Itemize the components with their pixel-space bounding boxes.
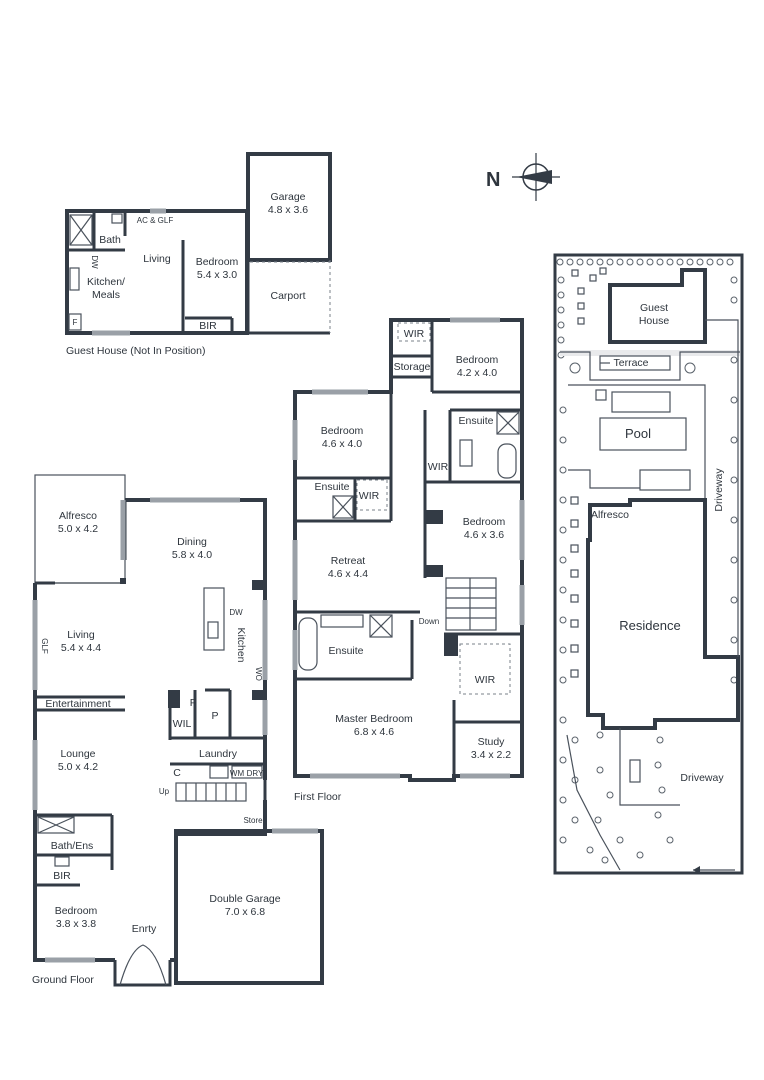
- site-alfresco-label: Alfresco: [591, 509, 629, 521]
- site-plan: Guest House Terrace Pool Driveway Alfres…: [553, 253, 744, 875]
- gf-garage-label: Double Garage: [209, 893, 280, 905]
- guest-carport-label: Carport: [270, 290, 305, 302]
- site-guest-label: Guest: [640, 302, 668, 314]
- guest-living-label: Living: [143, 253, 171, 265]
- gf-glf-label: GLF: [40, 638, 49, 654]
- gf-bath-ens-label: Bath/Ens: [51, 840, 94, 852]
- ff-bedroom3-dims: 4.6 x 3.6: [464, 529, 504, 541]
- guest-house-caption: Guest House (Not In Position): [66, 345, 205, 357]
- compass-rose: N: [486, 153, 560, 201]
- ff-storage-label: Storage: [394, 361, 431, 373]
- gf-entertainment-label: Entertainment: [45, 698, 110, 710]
- ff-bedroom1-label: Bedroom: [456, 354, 499, 366]
- ff-retreat-dims: 4.6 x 4.4: [328, 568, 368, 580]
- ff-bedroom2-dims: 4.6 x 4.0: [322, 438, 362, 450]
- ff-wir-top-label: WIR: [404, 328, 425, 340]
- gf-lounge-dims: 5.0 x 4.2: [58, 761, 98, 773]
- gf-kitchen-label: Kitchen: [235, 627, 247, 662]
- site-driveway-vertical-label: Driveway: [713, 468, 725, 512]
- site-driveway-label: Driveway: [680, 772, 724, 784]
- gf-wm-label: WM: [230, 769, 245, 778]
- site-house-label: House: [639, 315, 670, 327]
- guest-fridge-label: F: [73, 318, 78, 327]
- gf-alfresco-label: Alfresco: [59, 510, 97, 522]
- ground-floor-caption: Ground Floor: [32, 974, 94, 986]
- guest-bedroom-dims: 5.4 x 3.0: [197, 269, 237, 281]
- ff-bedroom3-label: Bedroom: [463, 516, 506, 528]
- site-terrace-label: Terrace: [613, 357, 648, 369]
- guest-bath-label: Bath: [99, 234, 121, 246]
- ff-retreat-label: Retreat: [331, 555, 366, 567]
- north-label: N: [486, 169, 500, 191]
- guest-house-plan: Garage 4.8 x 3.6 Bath AC & GLF Living Ki…: [65, 152, 332, 357]
- gf-store-label: Store: [243, 816, 263, 825]
- ff-wir-mid-label: WIR: [428, 461, 449, 473]
- gf-entry-label: Enrty: [132, 923, 157, 935]
- garden-trees: [556, 258, 738, 864]
- gf-bedroom-label: Bedroom: [55, 905, 98, 917]
- guest-garage-dims: 4.8 x 3.6: [268, 204, 308, 216]
- gf-bir-label: BIR: [53, 870, 71, 882]
- ff-ensuite-master-label: Ensuite: [328, 645, 363, 657]
- gf-cupboard-label: C: [173, 767, 181, 779]
- ff-wir-left-label: WIR: [359, 490, 380, 502]
- gf-dining-label: Dining: [177, 536, 207, 548]
- ff-master-dims: 6.8 x 4.6: [354, 726, 394, 738]
- gf-wo-label: WO: [254, 667, 263, 681]
- ff-study-dims: 3.4 x 2.2: [471, 749, 511, 761]
- ff-master-label: Master Bedroom: [335, 713, 413, 725]
- gf-alfresco-dims: 5.0 x 4.2: [58, 523, 98, 535]
- gf-living-label: Living: [67, 629, 95, 641]
- guest-bir-label: BIR: [199, 320, 217, 332]
- gf-pantry-label: P: [211, 710, 218, 722]
- guest-meals-label: Meals: [92, 289, 120, 301]
- ff-bedroom2-label: Bedroom: [321, 425, 364, 437]
- gf-fridge-label: F: [190, 697, 196, 709]
- guest-bedroom-label: Bedroom: [196, 256, 239, 268]
- ff-bedroom1-dims: 4.2 x 4.0: [457, 367, 497, 379]
- gf-wil-label: WIL: [173, 718, 192, 730]
- guest-ac-glf-label: AC & GLF: [137, 216, 174, 225]
- guest-kitchen-label: Kitchen/: [87, 276, 125, 288]
- gf-living-dims: 5.4 x 4.4: [61, 642, 101, 654]
- site-residence-label: Residence: [619, 618, 680, 633]
- gf-dw-label: DW: [229, 608, 243, 617]
- gf-lounge-label: Lounge: [60, 748, 95, 760]
- ff-wir-master-label: WIR: [475, 674, 496, 686]
- gf-garage-dims: 7.0 x 6.8: [225, 906, 265, 918]
- ff-stairs-down-label: Down: [419, 617, 439, 626]
- gf-dryer-label: DRY: [247, 769, 264, 778]
- ff-ensuite-left-label: Ensuite: [314, 481, 349, 493]
- ground-floor-plan: Alfresco 5.0 x 4.2 Dining 5.8 x 4.0 Livi…: [32, 474, 324, 987]
- first-floor-plan: WIR Bedroom 4.2 x 4.0 Storage Bedroom 4.…: [292, 317, 525, 803]
- gf-bedroom-dims: 3.8 x 3.8: [56, 918, 96, 930]
- guest-garage-label: Garage: [270, 191, 305, 203]
- gf-stairs-up-label: Up: [159, 787, 170, 796]
- first-floor-caption: First Floor: [294, 791, 342, 803]
- ff-ensuite-right-label: Ensuite: [458, 415, 493, 427]
- guest-dw-label: DW: [90, 255, 99, 269]
- ff-study-label: Study: [478, 736, 506, 748]
- gf-laundry-label: Laundry: [199, 748, 238, 760]
- site-pool-label: Pool: [625, 426, 651, 441]
- gf-dining-dims: 5.8 x 4.0: [172, 549, 212, 561]
